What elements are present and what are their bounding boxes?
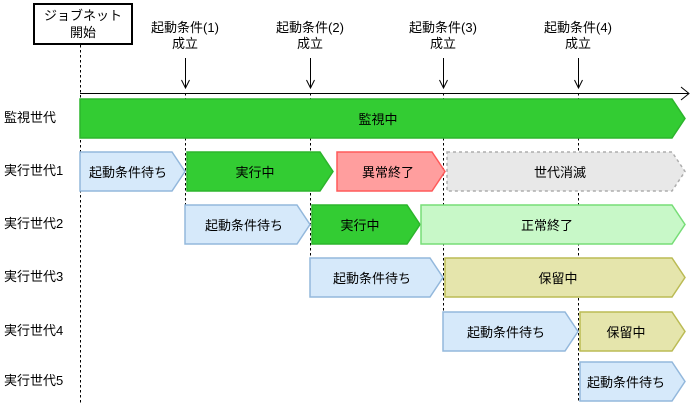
condition-1-label: 起動条件(1) 成立: [151, 20, 219, 52]
timeline-arrowhead-icon: [680, 86, 690, 101]
condition-3-name: 起動条件(3): [409, 20, 477, 35]
bar-label-gen5-waiting: 起動条件待ち: [586, 375, 666, 390]
bar-gen1-running: [186, 151, 334, 192]
bar-label-gen2-waiting: 起動条件待ち: [204, 218, 284, 233]
bar-label-gen3-held: 保留中: [538, 271, 578, 286]
condition-4-status: 成立: [564, 36, 592, 51]
row-label-execution-generation-5: 実行世代5: [4, 373, 64, 388]
bar-label-gen1-disappeared: 世代消滅: [533, 165, 587, 180]
condition-1-name: 起動条件(1): [151, 20, 219, 35]
bar-gen3-held: [444, 257, 686, 298]
bar-gen3-waiting: [309, 257, 444, 298]
condition-4-label: 起動条件(4) 成立: [544, 20, 612, 52]
bar-label-gen1-running: 実行中: [235, 165, 275, 180]
bar-monitoring: [79, 98, 686, 139]
condition-3-status: 成立: [429, 36, 457, 51]
bar-gen5-waiting: [579, 361, 686, 402]
condition-1-status: 成立: [171, 36, 199, 51]
bar-label-gen4-waiting: 起動条件待ち: [466, 325, 546, 340]
bar-gen4-waiting: [442, 311, 579, 352]
jobnet-start-label-line1: ジョブネット: [43, 8, 122, 23]
row-label-execution-generation-1: 実行世代1: [4, 163, 64, 178]
bar-gen2-normal-end: [420, 204, 686, 245]
bar-gen4-held: [579, 311, 686, 352]
bar-gen1-waiting: [79, 151, 186, 192]
bar-label-monitoring: 監視中: [358, 112, 398, 127]
bar-label-gen1-abnormal: 異常終了: [361, 165, 415, 180]
row-label-execution-generation-2: 実行世代2: [4, 216, 64, 231]
bar-gen2-waiting: [184, 204, 311, 245]
bar-gen2-running: [311, 204, 421, 245]
bar-gen1-generation-disappeared: [446, 151, 686, 192]
condition-2-name: 起動条件(2): [276, 20, 344, 35]
condition-3-arrowhead-icon: [439, 79, 448, 90]
bar-gen1-abnormal-end: [336, 151, 446, 192]
condition-2-label: 起動条件(2) 成立: [276, 20, 344, 52]
bar-label-gen2-normal-end: 正常終了: [520, 218, 574, 233]
bar-label-gen4-held: 保留中: [606, 325, 646, 340]
bar-label-gen1-waiting: 起動条件待ち: [88, 165, 168, 180]
row-label-execution-generation-4: 実行世代4: [4, 323, 64, 338]
row-label-monitoring-generation: 監視世代: [4, 110, 57, 125]
condition-4-name: 起動条件(4): [544, 20, 612, 35]
jobnet-start-box: ジョブネット 開始: [33, 3, 133, 45]
condition-1-arrowhead-icon: [181, 79, 190, 90]
condition-2-arrowhead-icon: [306, 79, 315, 90]
condition-4-arrowhead-icon: [574, 79, 583, 90]
jobnet-start-label-line2: 開始: [69, 25, 96, 40]
bar-label-gen2-running: 実行中: [340, 218, 380, 233]
condition-3-label: 起動条件(3) 成立: [409, 20, 477, 52]
row-label-execution-generation-3: 実行世代3: [4, 269, 64, 284]
condition-2-status: 成立: [296, 36, 324, 51]
bar-label-gen3-waiting: 起動条件待ち: [332, 271, 412, 286]
